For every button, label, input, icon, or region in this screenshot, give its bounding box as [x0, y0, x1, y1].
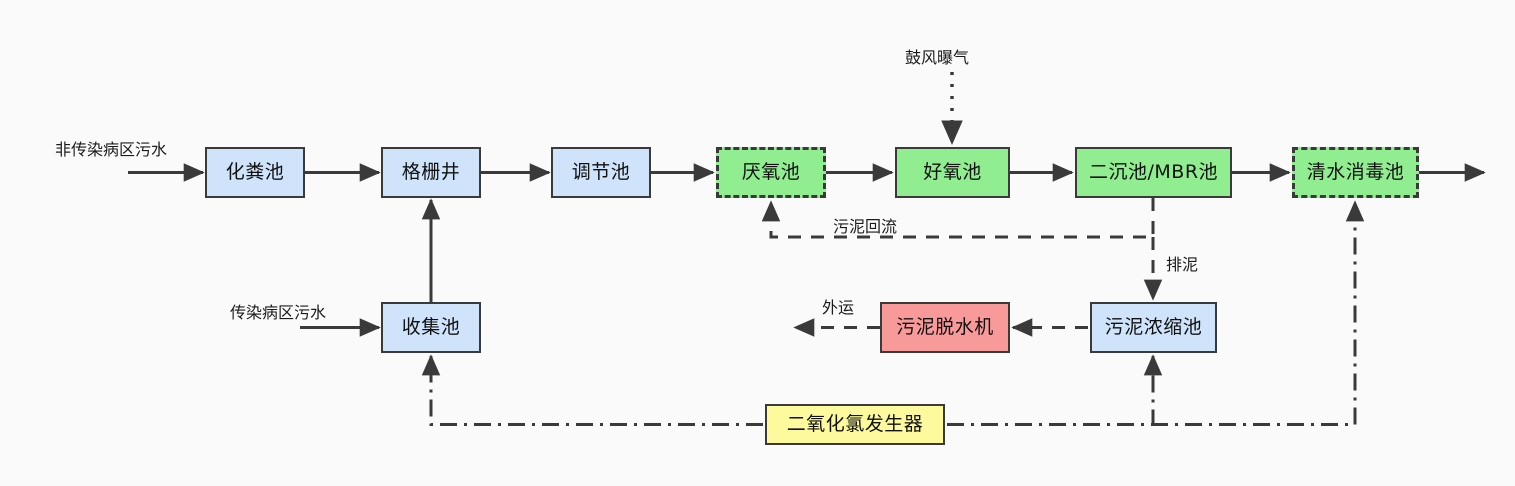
node-label: 收集池 [401, 316, 461, 338]
label-inlet-main: 非传染病区污水 [55, 140, 168, 159]
node-qingshuichi[interactable]: 清水消毒池 [1292, 147, 1419, 198]
label-inlet-infect: 传染病区污水 [230, 303, 327, 322]
node-geshanjing[interactable]: 格栅井 [381, 147, 481, 198]
edge-chlorine-to-shoujichi [421, 354, 763, 426]
node-eryanghualv[interactable]: 二氧化氯发生器 [765, 404, 945, 445]
node-label: 污泥脱水机 [896, 316, 994, 338]
node-tiaojiechi[interactable]: 调节池 [551, 147, 651, 198]
edge-chlorine-to-nongsuochi [947, 354, 1163, 426]
node-label: 厌氧池 [741, 161, 801, 183]
node-label: 污泥浓缩池 [1104, 316, 1203, 338]
node-haoyangchi[interactable]: 好氧池 [895, 147, 1010, 198]
label-sludge-drain: 排泥 [1166, 255, 1199, 274]
node-label: 二氧化氯发生器 [786, 413, 924, 435]
node-nongsuochi[interactable]: 污泥浓缩池 [1090, 302, 1217, 353]
node-label: 二沉池/MBR池 [1088, 161, 1219, 183]
node-label: 清水消毒池 [1306, 161, 1405, 183]
node-label: 化粪池 [225, 161, 285, 183]
node-tuoshuiji[interactable]: 污泥脱水机 [880, 302, 1010, 353]
label-transport-out: 外运 [822, 298, 855, 317]
node-label: 格栅井 [401, 161, 461, 183]
label-aeration: 鼓风曝气 [905, 48, 970, 67]
node-yanyangchi[interactable]: 厌氧池 [716, 147, 826, 198]
node-label: 好氧池 [923, 161, 982, 183]
node-label: 调节池 [571, 161, 631, 183]
label-sludge-return: 污泥回流 [833, 217, 898, 236]
edge-sludge-return-to-yanyangchi [761, 198, 1155, 239]
node-huafenchi[interactable]: 化粪池 [205, 147, 305, 198]
node-shoujichi[interactable]: 收集池 [381, 302, 481, 353]
edge-chlorine-to-qingshuichi [947, 200, 1365, 426]
node-erchenchi[interactable]: 二沉池/MBR池 [1075, 147, 1232, 198]
